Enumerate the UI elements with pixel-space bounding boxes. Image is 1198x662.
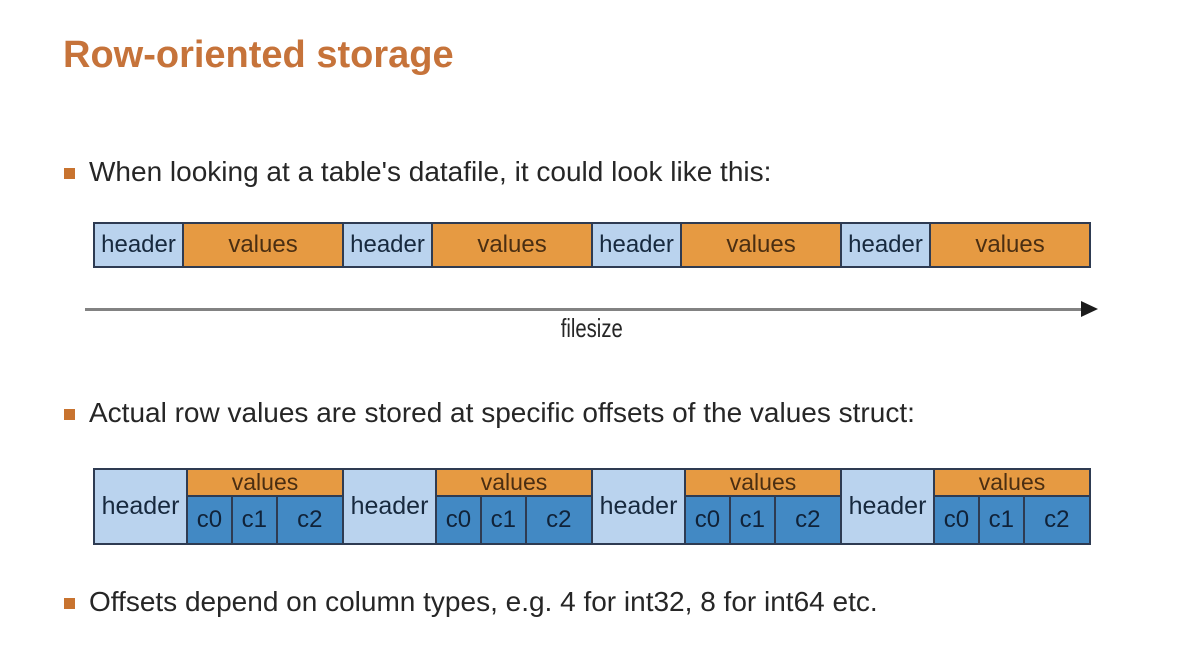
bullet-item-1: When looking at a table's datafile, it c…: [64, 156, 771, 188]
values-cell: values: [182, 222, 344, 268]
header-cell: header: [591, 222, 682, 268]
values-band: values: [684, 468, 842, 497]
bullet-text-2: Actual row values are stored at specific…: [89, 397, 915, 428]
record-group: header values c0 c1 c2: [591, 468, 842, 545]
bullet-text-3: Offsets depend on column types, e.g. 4 f…: [89, 586, 878, 617]
header-cell: header: [840, 222, 931, 268]
bullet-item-2: Actual row values are stored at specific…: [64, 397, 915, 429]
columns-row: c0 c1 c2: [186, 495, 344, 545]
arrow-line: [85, 308, 1083, 311]
column-cell-c0: c0: [186, 495, 233, 545]
values-band: values: [933, 468, 1091, 497]
column-cell-c1: c1: [728, 495, 776, 545]
bullet-item-3: Offsets depend on column types, e.g. 4 f…: [64, 586, 878, 618]
column-cell-c1: c1: [479, 495, 527, 545]
values-struct: values c0 c1 c2: [186, 468, 344, 545]
values-cell: values: [431, 222, 593, 268]
column-cell-c2: c2: [1022, 495, 1091, 545]
header-cell: header: [591, 468, 686, 545]
bullet-square-icon: [64, 408, 75, 420]
bullet-text-1: When looking at a table's datafile, it c…: [89, 156, 772, 187]
header-cell: header: [840, 468, 935, 545]
record-group: header values: [591, 222, 842, 268]
values-struct-diagram: header values c0 c1 c2 header values c0 …: [93, 468, 1091, 545]
record-group: header values c0 c1 c2: [342, 468, 593, 545]
values-band: values: [186, 468, 344, 497]
header-cell: header: [93, 222, 184, 268]
bullet-square-icon: [64, 167, 75, 179]
page-title: Row-oriented storage: [63, 34, 454, 76]
header-cell: header: [93, 468, 188, 545]
column-cell-c1: c1: [977, 495, 1025, 545]
values-cell: values: [680, 222, 842, 268]
column-cell-c2: c2: [773, 495, 842, 545]
values-struct: values c0 c1 c2: [933, 468, 1091, 545]
bullet-square-icon: [64, 597, 75, 609]
record-group: header values c0 c1 c2: [93, 468, 344, 545]
column-cell-c2: c2: [275, 495, 344, 545]
columns-row: c0 c1 c2: [684, 495, 842, 545]
record-group: header values: [342, 222, 593, 268]
header-cell: header: [342, 468, 437, 545]
filesize-label: filesize: [560, 313, 623, 343]
values-band: values: [435, 468, 593, 497]
header-cell: header: [342, 222, 433, 268]
column-cell-c0: c0: [435, 495, 482, 545]
values-cell: values: [929, 222, 1091, 268]
column-cell-c1: c1: [230, 495, 278, 545]
record-group: header values c0 c1 c2: [840, 468, 1091, 545]
column-cell-c0: c0: [933, 495, 980, 545]
column-cell-c2: c2: [524, 495, 593, 545]
filesize-axis: filesize: [85, 300, 1098, 348]
values-struct: values c0 c1 c2: [684, 468, 842, 545]
columns-row: c0 c1 c2: [933, 495, 1091, 545]
record-group: header values: [840, 222, 1091, 268]
arrow-head-icon: [1081, 301, 1098, 317]
row-storage-strip-diagram: header values header values header value…: [93, 222, 1091, 268]
column-cell-c0: c0: [684, 495, 731, 545]
columns-row: c0 c1 c2: [435, 495, 593, 545]
values-struct: values c0 c1 c2: [435, 468, 593, 545]
record-group: header values: [93, 222, 344, 268]
